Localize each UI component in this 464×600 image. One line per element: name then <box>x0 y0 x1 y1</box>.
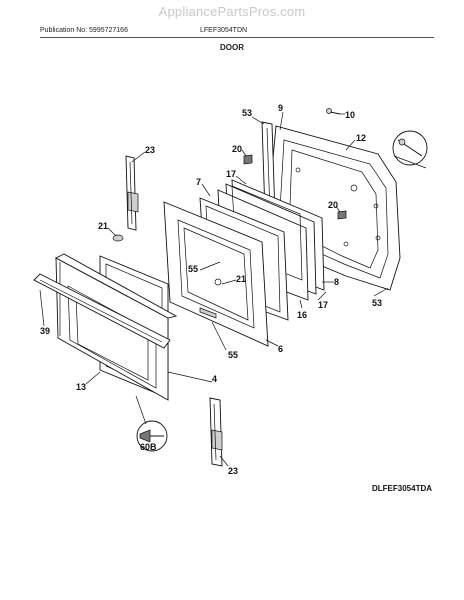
callouts: 53 9 10 12 20 23 7 17 20 21 55 21 8 17 5… <box>40 103 382 476</box>
callout-53-lower: 53 <box>372 298 382 308</box>
section-title: DOOR <box>220 43 244 52</box>
callout-13: 13 <box>76 382 86 392</box>
leader-lines <box>39 111 389 467</box>
header-divider <box>40 37 434 38</box>
callout-12: 12 <box>356 133 366 143</box>
callout-9: 9 <box>278 103 283 113</box>
pin-detail-inset <box>392 130 428 169</box>
clip-20-upper <box>243 154 253 165</box>
inner-door-panel <box>163 201 269 347</box>
callout-20-lower: 20 <box>328 200 338 210</box>
screw-10 <box>326 108 341 115</box>
model-number: LFEF3054TDN <box>200 27 248 34</box>
callout-53-upper: 53 <box>242 108 252 118</box>
screw-detail-60b <box>136 420 168 452</box>
publication-number: Publication No: 5995727166 <box>40 27 128 34</box>
door-handle <box>33 273 171 349</box>
callout-6: 6 <box>278 344 283 354</box>
hinge-lower <box>209 397 223 467</box>
callout-21-upper: 21 <box>98 221 108 231</box>
diagram-id: DLFEF3054TDA <box>372 484 433 493</box>
callout-23-lower: 23 <box>228 466 238 476</box>
callout-60b: 60B <box>140 442 157 452</box>
callout-55-upper: 55 <box>188 264 198 274</box>
callout-21-lower: 21 <box>236 274 246 284</box>
callout-4: 4 <box>212 374 217 384</box>
callout-17-lower: 17 <box>318 300 328 310</box>
callout-55-lower: 55 <box>228 350 238 360</box>
callout-23-upper: 23 <box>145 145 155 155</box>
callout-17-upper: 17 <box>226 169 236 179</box>
clip-20-lower <box>337 210 347 220</box>
callout-16: 16 <box>297 310 307 320</box>
callout-10: 10 <box>345 110 355 120</box>
callout-7: 7 <box>196 177 201 187</box>
hinge-upper <box>125 155 139 231</box>
watermark: AppliancePartsPros.com <box>158 4 306 19</box>
callout-20-upper: 20 <box>232 144 242 154</box>
callout-8: 8 <box>334 277 339 287</box>
callout-39: 39 <box>40 326 50 336</box>
trim-21 <box>112 234 124 242</box>
